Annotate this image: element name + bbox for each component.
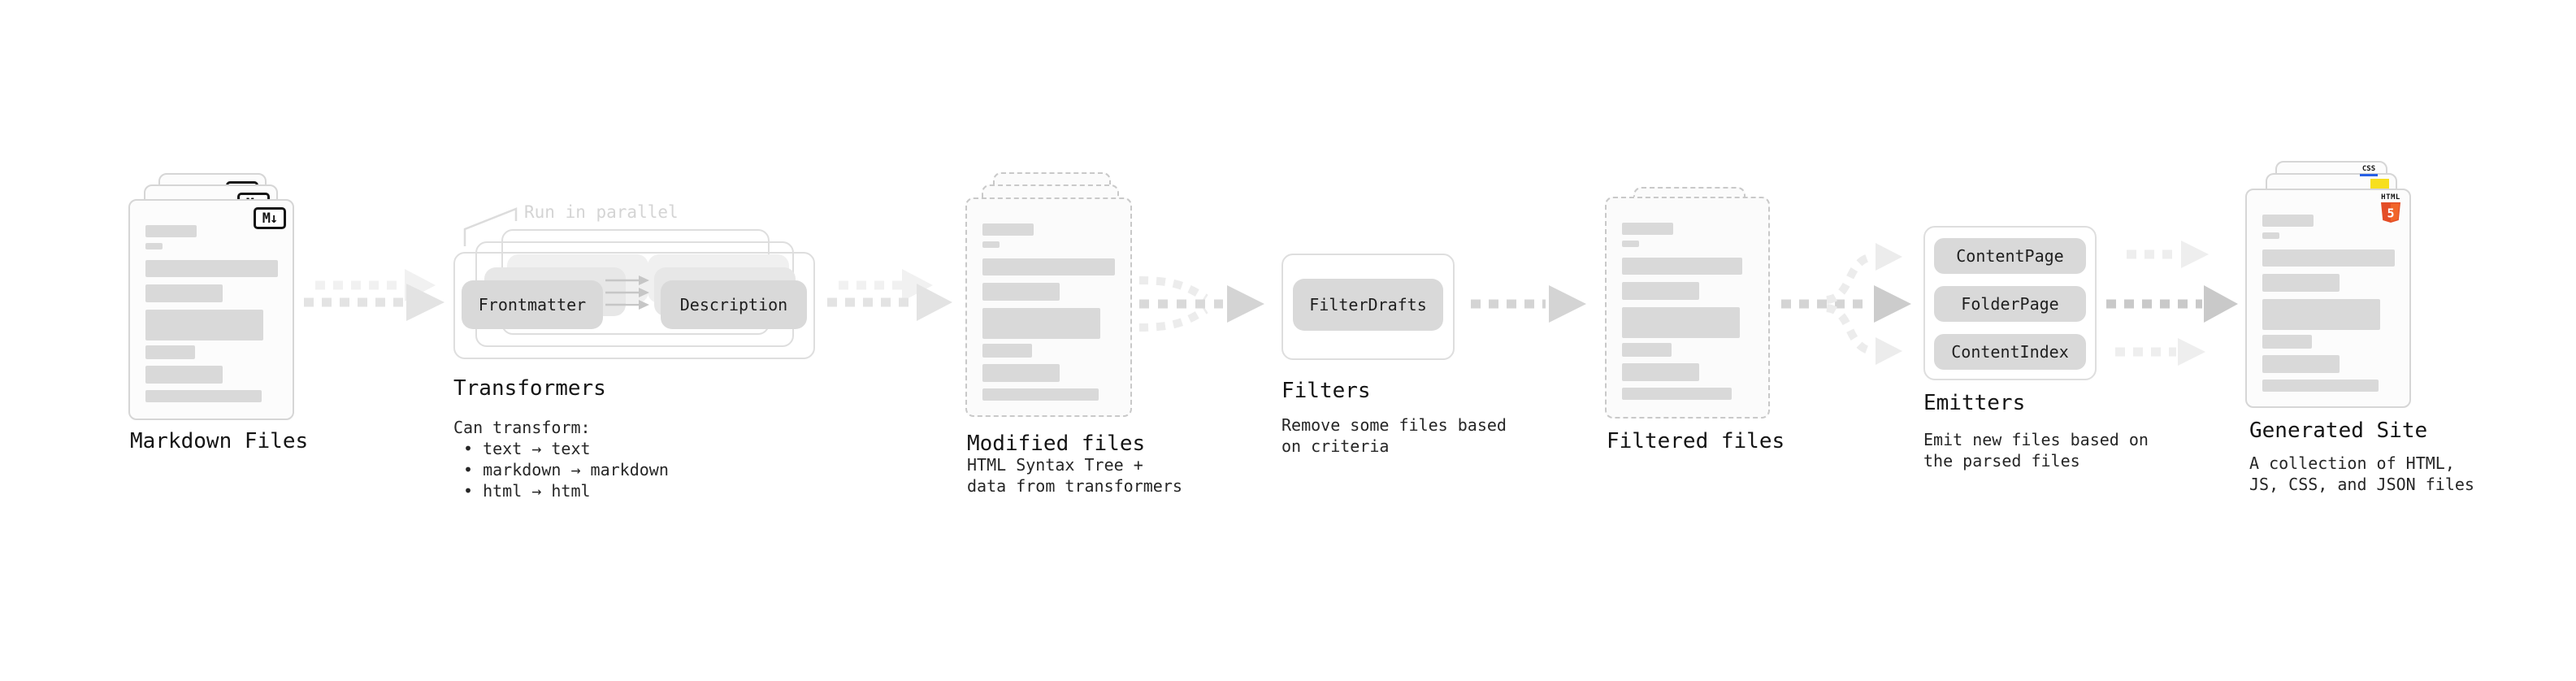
transformers-description: Can transform: • text → text • markdown … xyxy=(453,417,669,501)
file-content-placeholder xyxy=(967,199,1130,401)
modified-files-label: Modified files xyxy=(967,432,1146,456)
filterdrafts-pill: FilterDrafts xyxy=(1293,279,1443,331)
file-content-placeholder xyxy=(1607,198,1768,400)
content-bar xyxy=(982,344,1032,358)
file-content-placeholder xyxy=(2247,190,2409,392)
content-bar xyxy=(2262,232,2279,239)
content-bar xyxy=(982,283,1060,301)
css-file-icon: CSS xyxy=(2360,166,2378,176)
transformers-bullet: • text → text xyxy=(463,439,591,458)
arrow-filters-to-filtered xyxy=(1471,285,1586,323)
html5-icon: HTML 5 xyxy=(2380,194,2401,223)
arrow-emitters-to-generated xyxy=(2106,241,2238,366)
css-badge-underline xyxy=(2360,174,2378,176)
stage-markdown-files: M↓ M↓ M↓ xyxy=(128,173,294,420)
content-bar xyxy=(1622,363,1699,381)
markdown-icon: M↓ xyxy=(254,207,286,229)
content-bar xyxy=(145,390,262,402)
content-bar xyxy=(982,364,1060,382)
content-bar xyxy=(145,345,195,359)
transformers-box-front xyxy=(453,252,815,359)
content-bar xyxy=(2262,274,2340,292)
filters-title: Filters xyxy=(1281,379,1371,403)
html5-number: 5 xyxy=(2387,206,2394,221)
content-bar xyxy=(982,241,1000,248)
modified-files-description: HTML Syntax Tree + data from transformer… xyxy=(967,454,1182,497)
html5-shield: 5 xyxy=(2381,202,2400,223)
generated-site-desc-line: JS, CSS, and JSON files xyxy=(2249,475,2474,494)
content-bar xyxy=(1622,241,1639,247)
emitters-desc-line: Emit new files based on xyxy=(1923,430,2149,449)
arrow-transformers-to-modified xyxy=(827,269,952,321)
content-bar xyxy=(2262,380,2379,392)
arrow-markdown-to-transformers xyxy=(304,269,445,321)
html5-badge-label: HTML xyxy=(2381,193,2400,202)
contentpage-pill: ContentPage xyxy=(1934,238,2086,274)
transformers-title: Transformers xyxy=(453,376,606,401)
filters-description: Remove some files based on criteria xyxy=(1281,414,1507,457)
stage-filtered-files xyxy=(1605,187,1770,419)
arrow-filtered-to-emitters xyxy=(1781,243,1911,365)
markdown-file-card-front: M↓ xyxy=(128,199,294,420)
content-bar xyxy=(982,308,1100,339)
modified-files-desc-line: HTML Syntax Tree + xyxy=(967,455,1143,475)
emitters-box xyxy=(1923,226,2097,380)
content-bar xyxy=(145,225,197,237)
content-bar xyxy=(1622,388,1732,400)
stage-modified-files xyxy=(965,172,1132,417)
generated-site-description: A collection of HTML, JS, CSS, and JSON … xyxy=(2249,453,2474,495)
generated-site-label: Generated Site xyxy=(2249,419,2428,443)
markdown-files-label: Markdown Files xyxy=(130,429,309,453)
file-content-placeholder xyxy=(130,201,293,402)
css-badge-label: CSS xyxy=(2361,165,2376,173)
filtered-file-card-front xyxy=(1605,197,1770,419)
content-bar xyxy=(1622,223,1673,235)
filtered-files-label: Filtered files xyxy=(1607,429,1785,453)
content-bar xyxy=(145,260,278,277)
content-bar xyxy=(982,258,1115,275)
content-bar xyxy=(1622,307,1740,338)
generated-file-card-front: HTML 5 xyxy=(2245,189,2411,408)
content-bar xyxy=(1622,282,1699,300)
js-file-icon xyxy=(2370,179,2389,189)
modified-files-desc-line: data from transformers xyxy=(967,476,1182,496)
folderpage-pill: FolderPage xyxy=(1934,286,2086,322)
content-bar xyxy=(2262,215,2314,227)
content-bar xyxy=(145,284,223,302)
contentindex-pill: ContentIndex xyxy=(1934,334,2086,370)
content-bar xyxy=(2262,299,2380,330)
stage-generated-site: CSS HTML 5 xyxy=(2245,161,2411,408)
content-bar xyxy=(2262,335,2312,349)
content-bar xyxy=(2262,355,2340,373)
content-bar xyxy=(1622,343,1672,357)
content-bar xyxy=(145,310,263,340)
content-bar xyxy=(2262,249,2395,267)
modified-file-card-front xyxy=(965,197,1132,417)
emitters-description: Emit new files based on the parsed files xyxy=(1923,429,2149,471)
transformers-bullet: • markdown → markdown xyxy=(463,460,669,479)
arrow-modified-to-filters xyxy=(1138,276,1264,332)
run-in-parallel-note: Run in parallel xyxy=(524,202,679,222)
content-bar xyxy=(145,366,223,384)
emitters-desc-line: the parsed files xyxy=(1923,451,2080,471)
frontmatter-pill: Frontmatter xyxy=(462,280,603,329)
content-bar xyxy=(982,388,1099,401)
transformers-bullet: • html → html xyxy=(463,481,591,501)
transformers-desc-heading: Can transform: xyxy=(453,418,591,437)
description-pill: Description xyxy=(661,280,807,329)
content-bar xyxy=(982,223,1034,236)
content-bar xyxy=(145,243,163,249)
generated-site-desc-line: A collection of HTML, xyxy=(2249,453,2455,473)
filters-desc-line: on criteria xyxy=(1281,436,1390,456)
emitters-title: Emitters xyxy=(1923,391,2026,415)
content-bar xyxy=(1622,258,1742,275)
filters-box xyxy=(1281,254,1455,360)
filters-desc-line: Remove some files based xyxy=(1281,415,1507,435)
